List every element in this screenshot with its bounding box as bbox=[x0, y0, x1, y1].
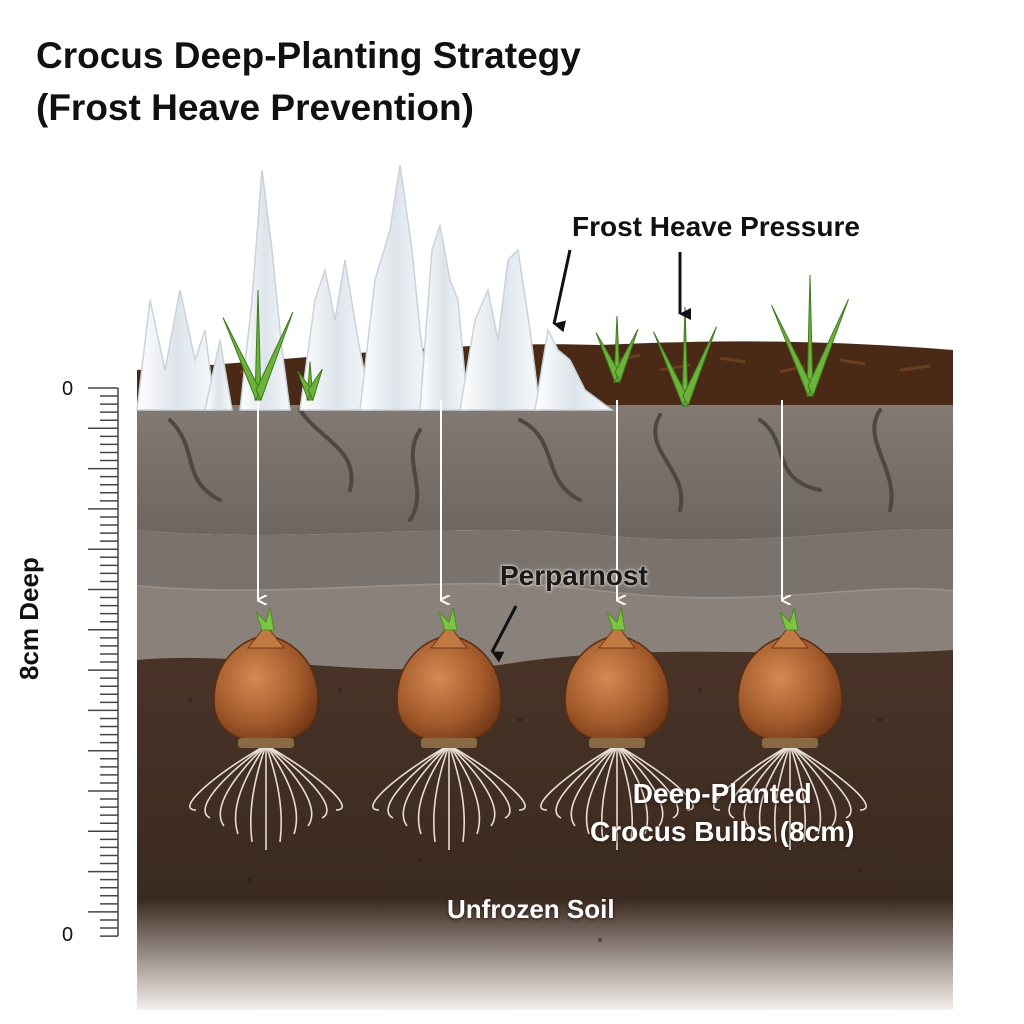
unfrozen-soil-label: Unfrozen Soil bbox=[447, 894, 615, 924]
green-shoot-icon bbox=[297, 361, 323, 402]
frost-heave-arrow-left bbox=[552, 249, 572, 333]
title-line-1: Crocus Deep-Planting Strategy bbox=[36, 35, 581, 76]
ice-crystal-icon bbox=[136, 164, 615, 411]
permafrost-arrow bbox=[490, 605, 518, 663]
crocus-bulb-icon bbox=[396, 607, 502, 748]
bulbs-label: Deep-Planted Crocus Bulbs (8cm) bbox=[590, 775, 855, 851]
frost-heave-label: Frost Heave Pressure bbox=[572, 211, 860, 242]
bulbs-label-line-2: Crocus Bulbs (8cm) bbox=[590, 816, 855, 847]
crocus-bulb-icon bbox=[213, 607, 319, 748]
title-line-2: (Frost Heave Prevention) bbox=[36, 87, 474, 128]
green-shoot-icon bbox=[595, 315, 639, 384]
depth-tick-top: 0 bbox=[62, 378, 74, 400]
crocus-bulb-icon bbox=[737, 607, 843, 748]
green-shoot-icon bbox=[222, 289, 294, 402]
bulb-roots bbox=[372, 744, 526, 850]
permafrost-label: Perparnost bbox=[500, 560, 648, 591]
bulb-roots bbox=[713, 744, 867, 850]
bulb-group bbox=[189, 274, 867, 850]
green-shoot-icon bbox=[653, 306, 717, 408]
depth-axis-label: 8cm Deep bbox=[14, 557, 44, 680]
permafrost-band bbox=[137, 582, 953, 670]
bulb-roots bbox=[540, 744, 694, 850]
frozen-soil-layer bbox=[137, 395, 953, 540]
middle-frozen-band bbox=[137, 529, 953, 598]
soil-cracks bbox=[168, 408, 894, 522]
diagram-title: Crocus Deep-Planting Strategy (Frost Hea… bbox=[36, 30, 581, 134]
crocus-bulb-icon bbox=[564, 607, 670, 748]
depth-ruler bbox=[88, 387, 119, 937]
bulbs-label-line-1: Deep-Planted bbox=[632, 778, 812, 809]
soil-speckles bbox=[188, 688, 882, 942]
green-shoot-icon bbox=[771, 274, 849, 398]
bulb-roots bbox=[189, 744, 343, 850]
depth-tick-bottom: 0 bbox=[62, 924, 74, 946]
